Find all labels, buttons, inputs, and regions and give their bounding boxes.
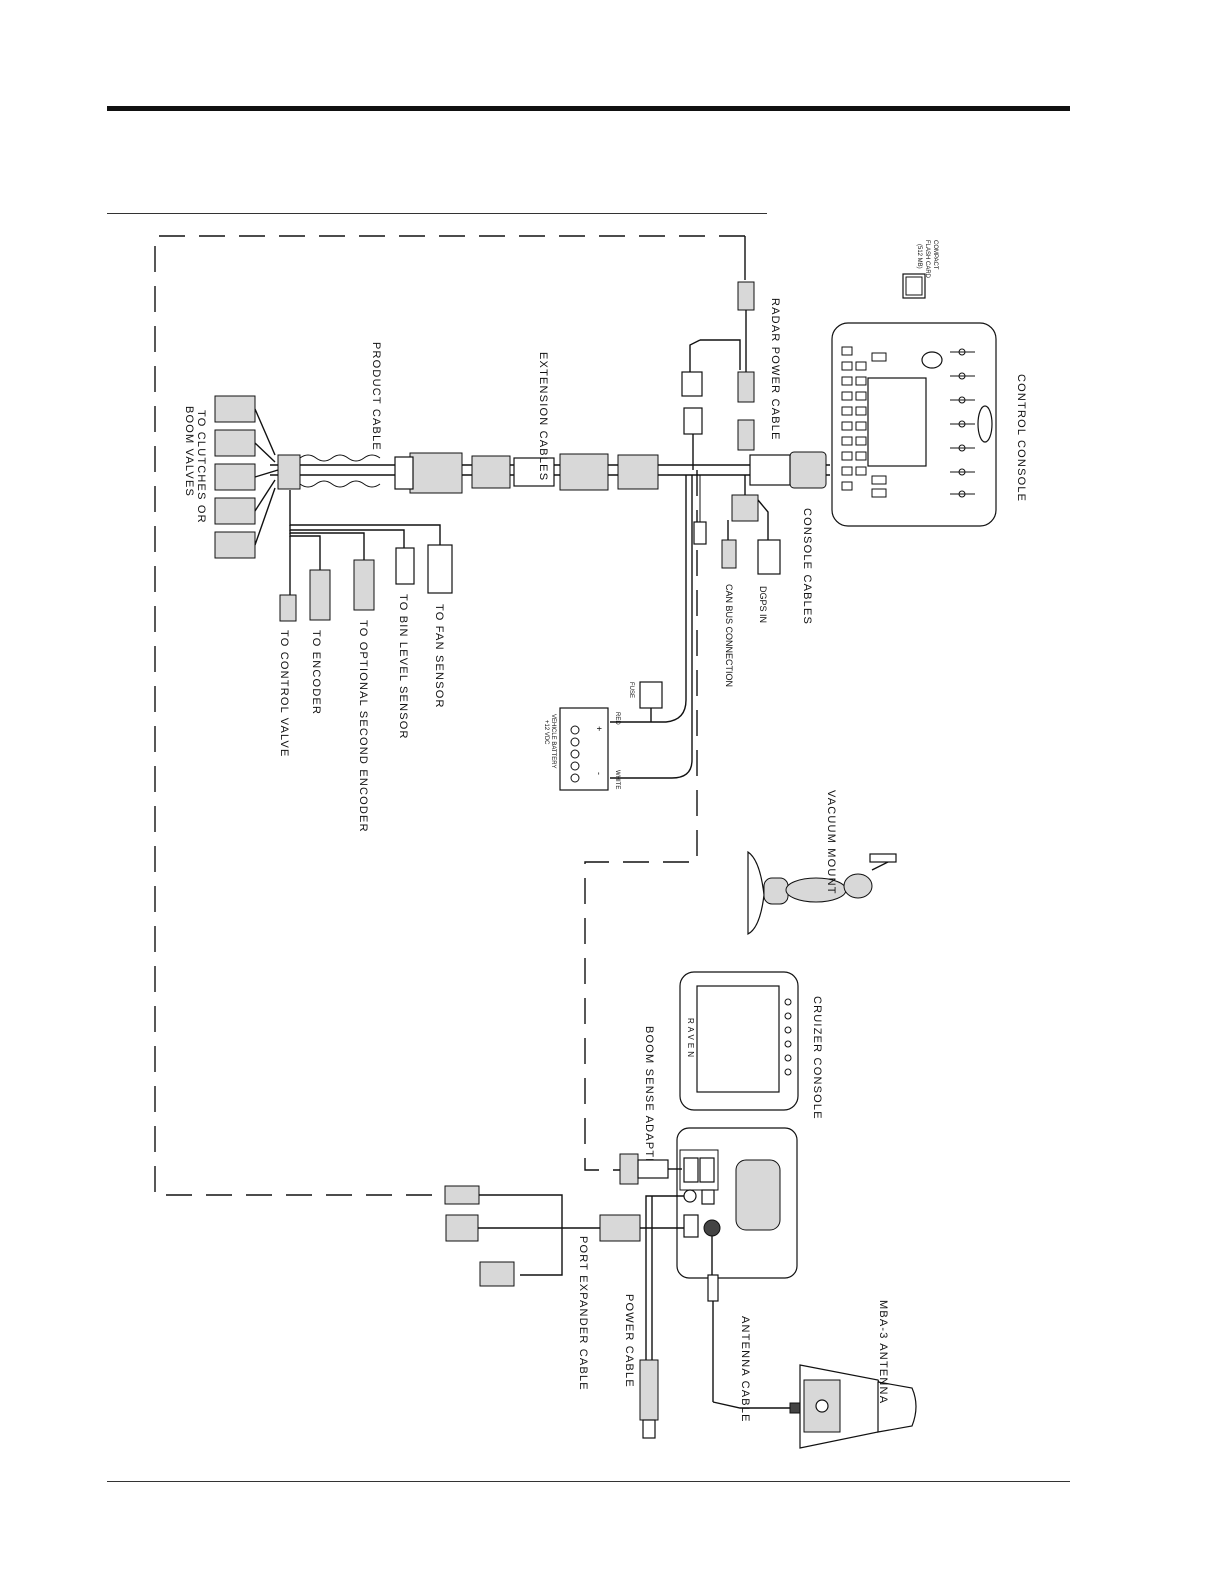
dashed-radar-route [154, 235, 745, 1196]
label-mba3-antenna: MBA-3 ANTENNA [877, 1300, 889, 1404]
label-boom-sense-adapter: BOOM SENSE ADAPTER [643, 1026, 655, 1176]
boom-valve-connectors [214, 395, 279, 559]
label-product-cable: PRODUCT CABLE [370, 342, 382, 451]
extension-cables [270, 451, 830, 494]
label-port-expander-cable: PORT EXPANDER CABLE [577, 1236, 589, 1391]
control-console [831, 322, 997, 527]
label-to-encoder: TO ENCODER [310, 630, 322, 715]
label-to-clutches-2: BOOM VALVES [183, 406, 195, 497]
footer-rule [107, 1481, 1070, 1482]
label-white: WHITE [614, 770, 620, 789]
power-cable [639, 1195, 684, 1439]
label-flash-card-1: COMPACT [932, 240, 938, 270]
label-battery-1: VEHICLE BATTERY [550, 714, 556, 768]
label-power-cable: POWER CABLE [623, 1294, 635, 1388]
cruizer-console [679, 971, 799, 1111]
label-to-optional-encoder: TO OPTIONAL SECOND ENCODER [357, 620, 369, 833]
label-cruizer-console: CRUIZER CONSOLE [811, 996, 823, 1120]
label-battery-plus: + [594, 726, 604, 731]
label-console-cables: CONSOLE CABLES [801, 508, 813, 625]
mba3-antenna [799, 1364, 917, 1449]
label-control-console: CONTROL CONSOLE [1015, 374, 1027, 502]
console-cables [693, 475, 781, 575]
radar-power-cable [681, 281, 755, 470]
flash-card [902, 273, 926, 299]
antenna-cable [707, 1236, 807, 1414]
sensor-branches [279, 490, 453, 622]
header-rule [107, 106, 1070, 111]
label-antenna-cable: ANTENNA CABLE [739, 1316, 751, 1423]
port-expander-cable [444, 1185, 684, 1287]
label-can-bus: CAN BUS CONNECTION [724, 584, 734, 687]
dashed-boom-sense-route [584, 470, 698, 1171]
label-red: RED [614, 712, 620, 725]
vehicle-battery [559, 475, 693, 791]
label-to-clutches-1: TO CLUTCHES OR [195, 410, 207, 524]
label-to-fan-sensor: TO FAN SENSOR [433, 604, 445, 709]
label-battery-minus: - [594, 772, 604, 775]
label-extension-cables: EXTENSION CABLES [537, 352, 549, 481]
label-to-control-valve: TO CONTROL VALVE [278, 630, 290, 758]
boom-sense-adapter [619, 1153, 682, 1185]
label-fuse: FUSE [628, 682, 634, 698]
console-rear-panel [676, 1127, 798, 1279]
section-rule [107, 213, 767, 214]
label-vacuum-mount: VACUUM MOUNT [825, 790, 837, 895]
label-dgps-in: DGPS IN [758, 586, 768, 623]
label-raven: RAVEN [686, 1018, 695, 1060]
label-radar-power-cable: RADAR POWER CABLE [769, 298, 781, 441]
label-to-bin-level: TO BIN LEVEL SENSOR [397, 594, 409, 740]
vacuum-mount [747, 850, 897, 935]
label-flash-card-3: (512 MB) [916, 244, 922, 269]
label-flash-card-2: FLASH CARD [924, 240, 930, 279]
label-battery-2: +12 VDC [543, 720, 549, 745]
